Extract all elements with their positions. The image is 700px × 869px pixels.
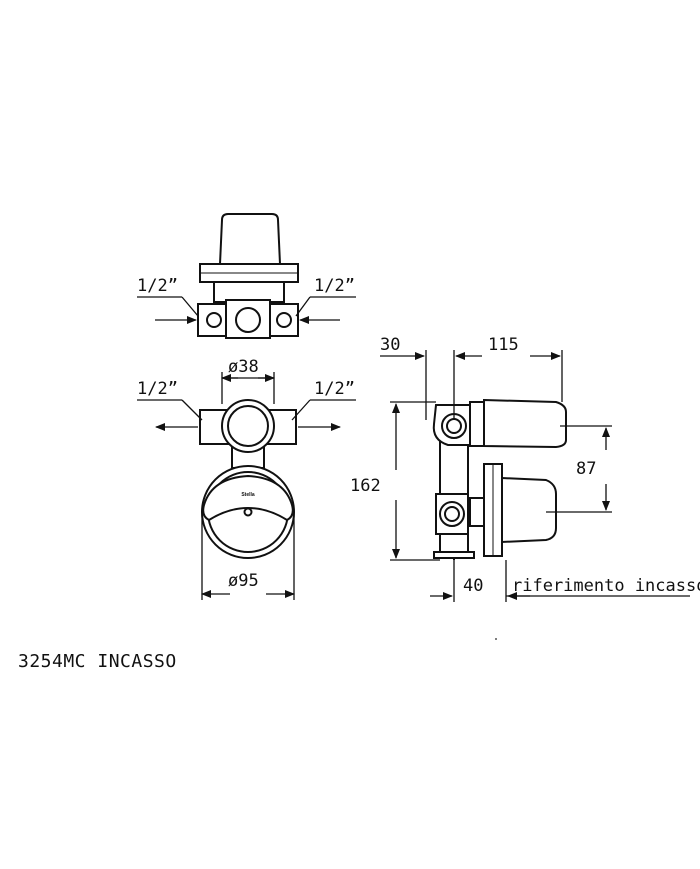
side-lower-stem — [469, 497, 485, 527]
dim-inlet-front-right: 1/2” — [314, 379, 355, 399]
front-inlet-inner — [227, 405, 269, 447]
dim-inlet-top-right: 1/2” — [314, 276, 355, 296]
top-view — [197, 213, 299, 339]
front-view — [199, 399, 297, 559]
stray-dot — [495, 638, 497, 640]
front-inlet-arrows — [137, 399, 356, 431]
front-handle-lever — [202, 474, 294, 522]
side-upper-stem — [469, 401, 485, 447]
top-center-port — [235, 307, 261, 333]
product-caption: 3254MC INCASSO — [18, 651, 177, 672]
dim-line-95 — [201, 512, 295, 600]
reference-label: riferimento incasso — [512, 576, 700, 596]
side-upper-handle — [483, 398, 567, 449]
dim-depth-40: 40 — [463, 576, 483, 596]
side-dimensions — [380, 350, 690, 602]
top-handle — [218, 213, 282, 265]
dim-inlet-top-left: 1/2” — [137, 276, 178, 296]
dim-diameter-38: ø38 — [228, 357, 259, 377]
dim-depth-115: 115 — [488, 335, 519, 355]
front-screw — [243, 507, 253, 517]
dim-height-87: 87 — [576, 459, 596, 479]
dim-height-162: 162 — [350, 476, 381, 496]
dim-diameter-95: ø95 — [228, 571, 259, 591]
dim-line-38 — [221, 372, 275, 404]
front-logo: Stella — [241, 492, 255, 498]
side-lower-handle — [501, 476, 557, 544]
side-view — [432, 398, 567, 560]
dim-depth-30: 30 — [380, 335, 400, 355]
dim-inlet-front-left: 1/2” — [137, 379, 178, 399]
top-inlet-arrows — [137, 296, 356, 324]
